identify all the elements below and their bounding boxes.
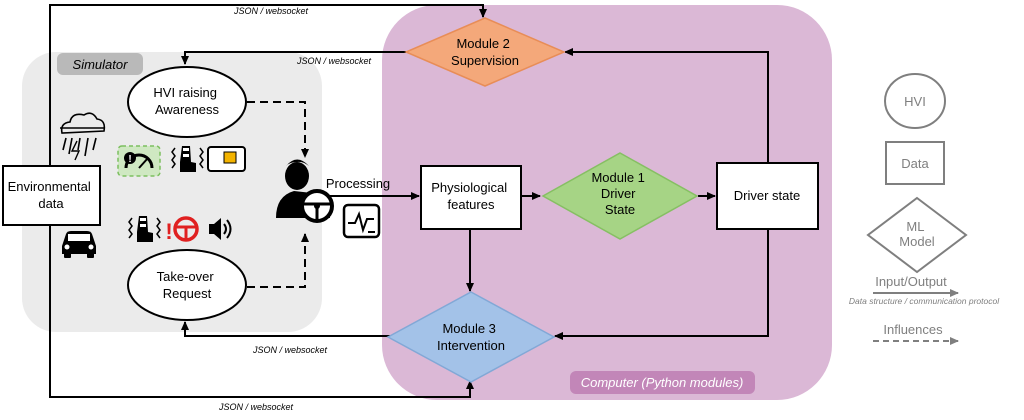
legend-data-shape xyxy=(885,141,945,185)
seat-vibration-icon xyxy=(171,146,204,172)
physiological-features-label: Physiological features xyxy=(431,180,511,212)
module1-line1: Module 1 xyxy=(591,170,644,185)
driver-state-box xyxy=(716,162,819,230)
module3-label: Module 3 Intervention xyxy=(437,321,505,353)
driverstate-to-module2-arrow xyxy=(564,48,769,162)
takeover-request-node xyxy=(127,249,247,321)
legend-ml-line2: Model xyxy=(899,234,935,249)
protocol-label-bottom: JSON / websocket xyxy=(218,402,294,412)
module3-intervention-node xyxy=(386,291,556,383)
driverstate-to-module3-arrow xyxy=(554,230,769,340)
car-icon xyxy=(62,231,96,258)
module3-line2: Intervention xyxy=(437,338,505,353)
legend-hvi-shape xyxy=(884,73,946,129)
legend-ml-line1: ML xyxy=(906,219,924,234)
module1-label: Module 1 Driver State xyxy=(591,170,648,217)
module2-line1: Module 2 xyxy=(456,36,509,51)
steering-alert-icon: ! xyxy=(165,216,199,244)
simulator-region xyxy=(22,52,322,332)
takeover-request-label: Take-over Request xyxy=(157,269,218,301)
module2-supervision-node xyxy=(404,17,566,87)
module3-line1: Module 3 xyxy=(442,321,495,336)
physio-line1: Physiological xyxy=(431,180,507,195)
module2-label: Module 2 Supervision xyxy=(451,36,519,68)
legend: HVI Data ML Model Input/Output Data stru… xyxy=(849,73,1000,345)
legend-hvi-label: HVI xyxy=(904,94,926,109)
module1-line2: Driver xyxy=(601,186,636,201)
weather-icon xyxy=(60,112,106,161)
driver-state-label: Driver state xyxy=(734,188,800,203)
takeover-line2: Request xyxy=(163,286,212,301)
module2-to-hvi-arrow xyxy=(181,51,406,65)
takeover-line1: Take-over xyxy=(157,269,215,284)
environmental-data-box xyxy=(2,165,101,226)
protocol-label-intervention: JSON / websocket xyxy=(252,345,328,355)
protocol-label-top: JSON / websocket xyxy=(233,6,309,16)
physio-line2: features xyxy=(448,197,495,212)
module2-line2: Supervision xyxy=(451,53,519,68)
legend-ml-label: ML Model xyxy=(899,219,935,249)
protocol-label-supervision: JSON / websocket xyxy=(296,56,372,66)
svg-text:!: ! xyxy=(165,219,172,244)
legend-influences-label: Influences xyxy=(883,322,943,337)
simulator-label: Simulator xyxy=(73,57,129,72)
influence-lines xyxy=(247,101,309,288)
computer-label: Computer (Python modules) xyxy=(581,375,744,390)
environmental-data-line2: data xyxy=(38,196,64,211)
legend-io-sub-label: Data structure / communication protocol xyxy=(849,296,1000,306)
seat-vibration-icon-2 xyxy=(128,216,161,242)
env-to-module2-arrow xyxy=(49,4,487,165)
speaker-icon xyxy=(209,218,232,240)
tablet-icon xyxy=(207,146,246,172)
environmental-data-line1: Environmental xyxy=(8,179,91,194)
simulator-badge xyxy=(57,53,143,75)
processing-label: Processing xyxy=(326,176,390,191)
computer-badge xyxy=(570,371,755,394)
module3-to-takeover-arrow xyxy=(181,321,392,337)
hvi-influence-line xyxy=(247,101,309,158)
takeover-influence-line xyxy=(247,233,309,288)
driver-icon xyxy=(276,159,334,223)
connections xyxy=(49,4,769,398)
module1-line3: State xyxy=(605,202,635,217)
legend-io-label: Input/Output xyxy=(875,274,947,289)
hvi-raising-awareness-node xyxy=(127,66,247,138)
legend-data-label: Data xyxy=(901,156,929,171)
module1-driver-state-node xyxy=(541,152,699,240)
physiological-features-box xyxy=(420,165,522,230)
gauge-warning-icon: ! xyxy=(117,145,161,177)
legend-ml-shape xyxy=(866,196,968,274)
hvi-line1: HVI raising xyxy=(153,85,217,100)
env-to-module3-arrow xyxy=(49,225,474,398)
svg-text:!: ! xyxy=(128,154,131,165)
hvi-raising-awareness-label: HVI raising Awareness xyxy=(153,85,220,117)
hvi-line2: Awareness xyxy=(155,102,220,117)
environmental-data-label: Environmental data xyxy=(8,179,95,211)
monitor-icon xyxy=(342,203,381,239)
